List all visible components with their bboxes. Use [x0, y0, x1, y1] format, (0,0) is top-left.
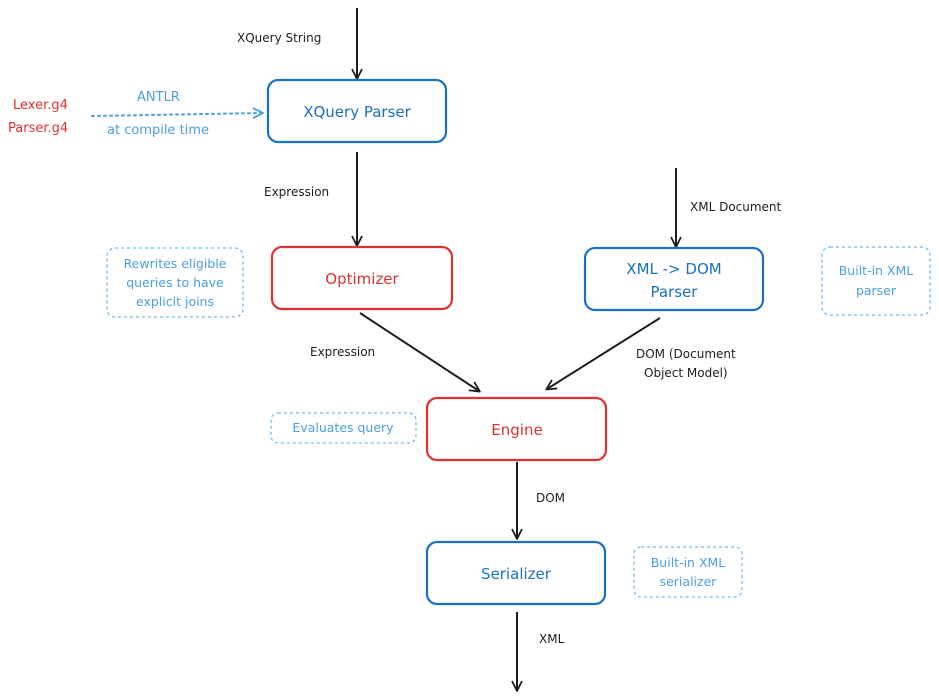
edge-label-expression-1: Expression: [264, 185, 329, 199]
note-serializer-line1: Built-in XML: [651, 555, 726, 570]
edge-label-expression-2: Expression: [310, 345, 375, 359]
xquery-parser-label: XQuery Parser: [303, 103, 411, 121]
note-xml-parser: Built-in XML parser: [821, 246, 931, 316]
edge-label-dom-line2: Object Model): [644, 366, 728, 380]
edge-label-dom-line1: DOM (Document: [636, 347, 736, 361]
grammar-file-lexer: Lexer.g4: [13, 98, 68, 113]
note-serializer: Built-in XML serializer: [633, 546, 743, 598]
engine-label: Engine: [491, 421, 542, 439]
note-optimizer-line3: explicit joins: [136, 294, 214, 309]
optimizer-node[interactable]: Optimizer: [270, 245, 454, 311]
serializer-node[interactable]: Serializer: [425, 540, 607, 606]
note-engine: Evaluates query: [270, 412, 417, 444]
xml-dom-parser-label-line1: XML -> DOM: [626, 260, 721, 278]
edge-label-xml: XML: [539, 632, 565, 646]
xml-dom-parser-node[interactable]: XML -> DOM Parser: [583, 246, 765, 312]
optimizer-label: Optimizer: [325, 270, 399, 288]
serializer-label: Serializer: [481, 565, 552, 583]
antlr-label: ANTLR: [137, 90, 180, 105]
xquery-parser-node[interactable]: XQuery Parser: [266, 78, 448, 144]
edge-label-xml-document: XML Document: [690, 200, 782, 214]
note-serializer-line2: serializer: [660, 574, 718, 589]
note-optimizer-line1: Rewrites eligible: [124, 256, 227, 271]
note-engine-text: Evaluates query: [292, 420, 394, 435]
note-optimizer: Rewrites eligible queries to have explic…: [106, 247, 244, 318]
note-optimizer-line2: queries to have: [126, 275, 224, 290]
edge-label-dom: DOM: [536, 491, 565, 505]
arrow-optimizer-to-engine: [359, 312, 481, 393]
note-xml-parser-line2: parser: [856, 283, 897, 298]
edge-label-xquery-string: XQuery String: [237, 31, 321, 45]
engine-node[interactable]: Engine: [425, 396, 608, 462]
note-xml-parser-line1: Built-in XML: [839, 263, 914, 278]
antlr-compile-time-label: at compile time: [107, 123, 209, 138]
arrow-antlr-dotted: [91, 107, 264, 119]
xml-dom-parser-label-line2: Parser: [651, 283, 699, 301]
grammar-file-parser: Parser.g4: [8, 121, 68, 136]
arrow-dom-parser-to-engine: [545, 317, 661, 391]
